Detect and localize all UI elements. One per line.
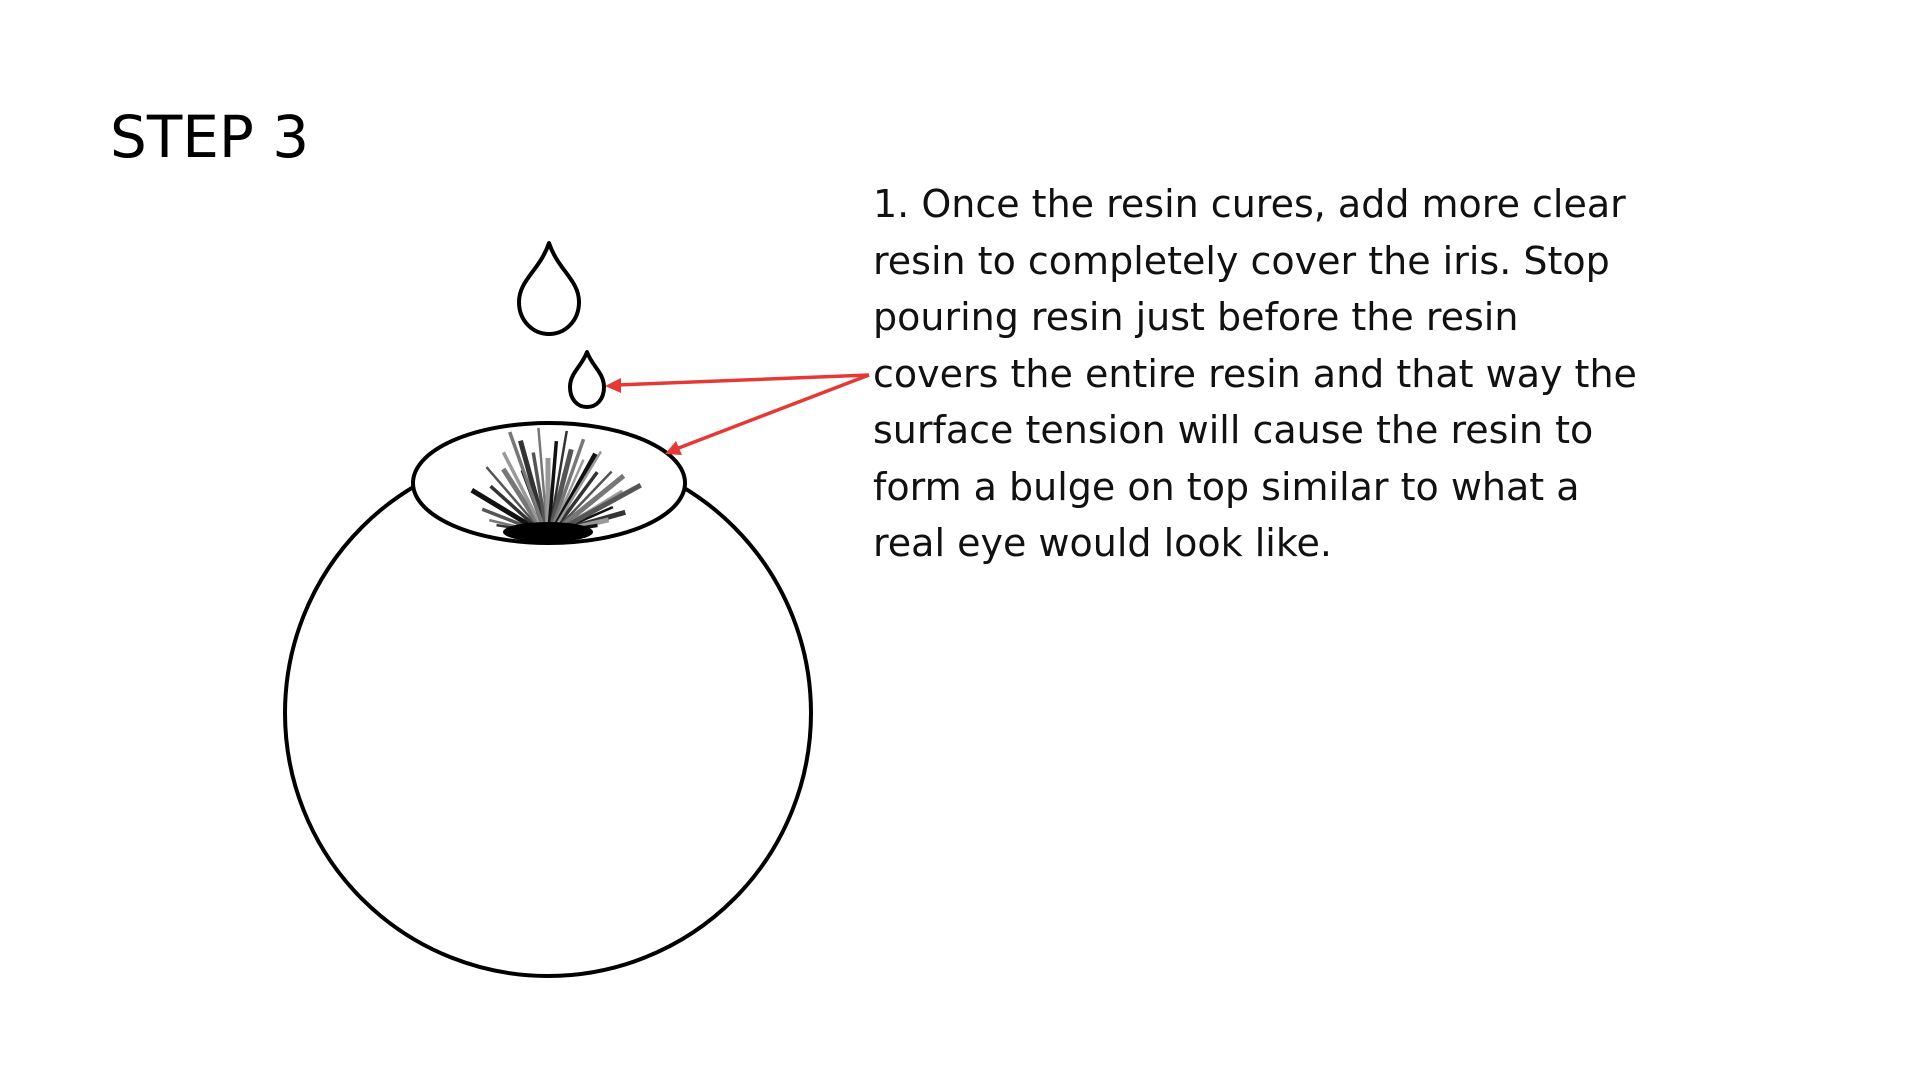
iris-fiber — [531, 452, 548, 527]
iris-fiber — [547, 441, 559, 527]
step-title: STEP 3 — [110, 103, 310, 171]
iris-fiber — [518, 440, 547, 527]
pupil — [503, 522, 593, 542]
arrow-to-iris-dome — [675, 373, 870, 451]
large-resin-drop — [517, 241, 581, 336]
arrow-to-small-drop — [616, 373, 870, 387]
instruction-line: 1. Once the resin cures, add more clear — [873, 182, 1626, 226]
iris-fiber — [551, 438, 586, 527]
iris-fiber — [555, 471, 599, 529]
instruction-line: resin to completely cover the iris. Stop — [873, 238, 1610, 283]
iris-fiber — [557, 473, 626, 531]
iris-fiber — [508, 431, 545, 527]
instruction-line: real eye would look like. — [873, 521, 1332, 565]
arrow-to-iris-dome-head — [665, 441, 682, 455]
instruction-line: pouring resin just before the resin — [873, 295, 1519, 339]
iris-fiber — [537, 427, 549, 527]
small-resin-drop — [568, 350, 606, 409]
annotation-arrows — [605, 373, 870, 455]
iris-fiber — [501, 467, 543, 529]
instruction-line: form a bulge on top similar to what a — [873, 464, 1580, 509]
iris-fiber — [556, 470, 613, 529]
iris-fiber — [501, 451, 543, 528]
instruction-line: covers the entire resin and that way the — [873, 351, 1637, 396]
iris-fibers — [470, 427, 642, 534]
instruction-text: 1. Once the resin cures, add more clear … — [873, 176, 1673, 572]
iris-fiber — [470, 488, 538, 532]
arrow-to-small-drop-head — [605, 378, 621, 393]
iris-fiber — [489, 484, 539, 530]
iris-fiber — [485, 466, 540, 529]
iris-fiber — [554, 450, 603, 528]
instruction-line: surface tension will cause the resin to — [873, 408, 1594, 452]
iris-fiber — [559, 482, 642, 532]
iris-fiber — [549, 448, 574, 527]
